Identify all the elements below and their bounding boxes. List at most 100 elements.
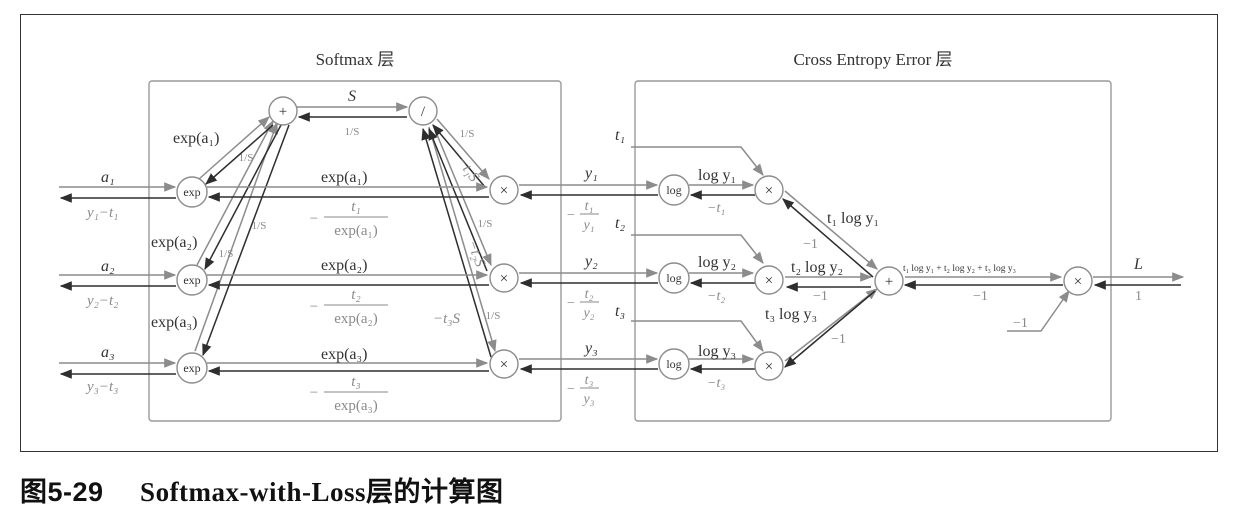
label-y1-t1: y₁−t₁ — [85, 205, 118, 221]
label-exp-a3: exp(a₃) — [321, 346, 367, 363]
label-neg-one-1: −1 — [803, 237, 818, 252]
times-node-final-label: × — [1074, 274, 1082, 290]
frac2-den: exp(a₂) — [334, 311, 378, 327]
times-node-ce-2 — [754, 265, 784, 295]
frac-y1-den: y₁ — [581, 218, 594, 233]
edge-plus-exp1-backward — [205, 124, 274, 185]
label-minus-3: − — [310, 385, 318, 401]
edge-exp3-plus-forward — [194, 121, 278, 352]
label-L: L — [1133, 256, 1143, 273]
log-node-3-label: log — [666, 357, 681, 371]
times-node-2-label: × — [500, 271, 508, 287]
label-exp-a1: exp(a₁) — [321, 169, 367, 186]
edge-neg-one-input — [1007, 290, 1070, 332]
label-inv-s-exp1: 1/S — [239, 152, 254, 164]
frac3-num: t₃ — [351, 374, 360, 390]
label-inv-s-exp2: 1/S — [252, 220, 267, 232]
label-exp-a1-upper: exp(a₁) — [173, 130, 219, 147]
label-neg-t1: −t₁ — [707, 201, 725, 216]
times-node-ce-3 — [754, 351, 784, 381]
edge-plus-t1log-backward — [782, 198, 874, 278]
times-node-2 — [489, 263, 519, 293]
label-neg-one-3: −1 — [831, 332, 846, 347]
frac2-num: t₂ — [351, 287, 360, 303]
label-log-y2: log y₂ — [698, 254, 736, 271]
label-t1: t₁ — [615, 127, 625, 144]
label-neg-t2-S: −t₂S — [464, 238, 488, 269]
label-a2: a₂ — [101, 258, 115, 275]
exp-node-2 — [176, 264, 208, 296]
label-inv-s-div2: 1/S — [478, 218, 493, 230]
label-neg-t3: −t₃ — [707, 376, 725, 391]
label-S: S — [348, 88, 356, 105]
label-inv-s-div1: 1/S — [460, 128, 475, 140]
log-node-1-label: log — [666, 183, 681, 197]
exp-node-3 — [176, 352, 208, 384]
frac-y2-num: t₂ — [585, 287, 594, 302]
label-t2: t₂ — [615, 215, 625, 232]
figure-frame: Softmax 层 Cross Entropy Error 层 — [20, 14, 1218, 452]
label-a3: a₃ — [101, 344, 115, 361]
log-node-2-label: log — [666, 271, 681, 285]
figure-caption-text: Softmax-with-Loss层的计算图 — [140, 477, 504, 507]
label-neg-one-2: −1 — [813, 289, 828, 304]
edge-t3log-plus-forward — [784, 288, 878, 362]
label-y3: y₃ — [583, 340, 598, 357]
exp-node-2-label: exp — [183, 273, 200, 287]
label-neg-t1-S: −t₁S — [453, 154, 482, 186]
edge-plus-exp3-backward — [202, 124, 290, 357]
label-t2-log-y2: t₂ log y₂ — [791, 259, 843, 276]
plus-node-softmax-label: + — [279, 104, 287, 120]
log-node-3 — [658, 348, 690, 380]
label-minus-y3: − — [567, 382, 575, 397]
divide-node — [408, 96, 438, 126]
label-inv-s-top: 1/S — [345, 126, 360, 138]
label-exp-a3-upper: exp(a₃) — [151, 314, 197, 331]
log-node-2 — [658, 262, 690, 294]
edge-times2-divide-backward — [428, 127, 488, 272]
label-y2: y₂ — [583, 253, 598, 270]
label-t3: t₃ — [615, 303, 625, 320]
label-inv-s-exp3: 1/S — [219, 248, 234, 260]
exp-node-1-label: exp — [183, 185, 200, 199]
softmax-layer-title: Softmax 层 — [316, 50, 395, 69]
label-minus-1: − — [310, 211, 318, 227]
times-node-ce-1 — [754, 175, 784, 205]
softmax-layer-box — [148, 80, 562, 422]
times-node-1-label: × — [500, 183, 508, 199]
frac1-num: t₁ — [351, 199, 360, 215]
times-node-3-label: × — [500, 357, 508, 373]
label-minus-y1: − — [567, 208, 575, 223]
times-node-3 — [489, 349, 519, 379]
label-sum: t₁ log y₁ + t₂ log y₂ + t₃ log y₃ — [903, 264, 1016, 274]
plus-node-softmax — [268, 96, 298, 126]
cross-entropy-layer-box — [634, 80, 1112, 422]
edge-t1log-plus-forward — [784, 190, 878, 270]
edge-t1-input — [631, 146, 764, 176]
divide-node-label: / — [421, 104, 426, 120]
edge-times3-divide-backward — [421, 127, 492, 358]
frac1-den: exp(a₁) — [334, 223, 378, 239]
edge-t2-input — [631, 234, 764, 264]
times-node-ce-3-label: × — [765, 359, 773, 375]
label-y2-t2: y₂−t₂ — [85, 293, 118, 309]
frac-y2-den: y₂ — [581, 306, 594, 321]
edge-t3-input — [631, 320, 764, 352]
label-t3-log-y3: t₃ log y₃ — [765, 306, 817, 323]
edge-divide-times1-forward — [436, 118, 490, 180]
label-minus-y2: − — [567, 296, 575, 311]
edge-plus-t3log-backward — [784, 290, 876, 368]
label-neg-one-input: −1 — [1013, 316, 1028, 331]
edge-times1-divide-backward — [432, 124, 486, 188]
plus-node-ce-label: + — [885, 274, 893, 290]
times-node-final — [1063, 266, 1093, 296]
label-neg-one-sum: −1 — [973, 289, 988, 304]
frac3-den: exp(a₃) — [334, 398, 378, 414]
label-minus-2: − — [310, 299, 318, 315]
label-y3-t3: y₃−t₃ — [85, 379, 118, 395]
label-a1: a₁ — [101, 169, 115, 186]
times-node-1 — [489, 175, 519, 205]
label-y1: y₁ — [583, 165, 598, 182]
times-node-ce-2-label: × — [765, 273, 773, 289]
label-exp-a2-upper: exp(a₂) — [151, 234, 197, 251]
